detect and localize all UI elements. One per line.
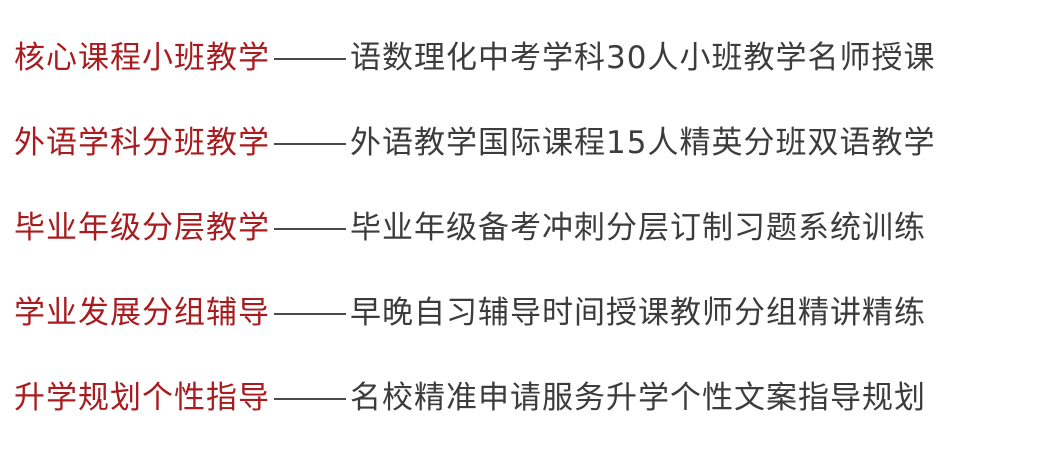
item-title: 毕业年级分层教学 [14, 210, 270, 246]
separator-dash [274, 398, 346, 400]
item-title: 升学规划个性指导 [14, 380, 270, 416]
separator-dash [274, 313, 346, 315]
list-item: 核心课程小班教学 语数理化中考学科30人小班教学名师授课 [14, 36, 1034, 121]
item-title: 学业发展分组辅导 [14, 295, 270, 331]
feature-list: 核心课程小班教学 语数理化中考学科30人小班教学名师授课 外语学科分班教学 外语… [14, 36, 1034, 461]
item-description: 外语教学国际课程15人精英分班双语教学 [350, 125, 936, 161]
item-description: 毕业年级备考冲刺分层订制习题系统训练 [350, 210, 926, 246]
item-description: 语数理化中考学科30人小班教学名师授课 [350, 40, 936, 76]
list-item: 升学规划个性指导 名校精准申请服务升学个性文案指导规划 [14, 376, 1034, 461]
separator-dash [274, 228, 346, 230]
item-description: 早晚自习辅导时间授课教师分组精讲精练 [350, 295, 926, 331]
separator-dash [274, 58, 346, 60]
list-item: 外语学科分班教学 外语教学国际课程15人精英分班双语教学 [14, 121, 1034, 206]
separator-dash [274, 143, 346, 145]
list-item: 毕业年级分层教学 毕业年级备考冲刺分层订制习题系统训练 [14, 206, 1034, 291]
item-title: 外语学科分班教学 [14, 125, 270, 161]
item-title: 核心课程小班教学 [14, 40, 270, 76]
list-item: 学业发展分组辅导 早晚自习辅导时间授课教师分组精讲精练 [14, 291, 1034, 376]
item-description: 名校精准申请服务升学个性文案指导规划 [350, 380, 926, 416]
